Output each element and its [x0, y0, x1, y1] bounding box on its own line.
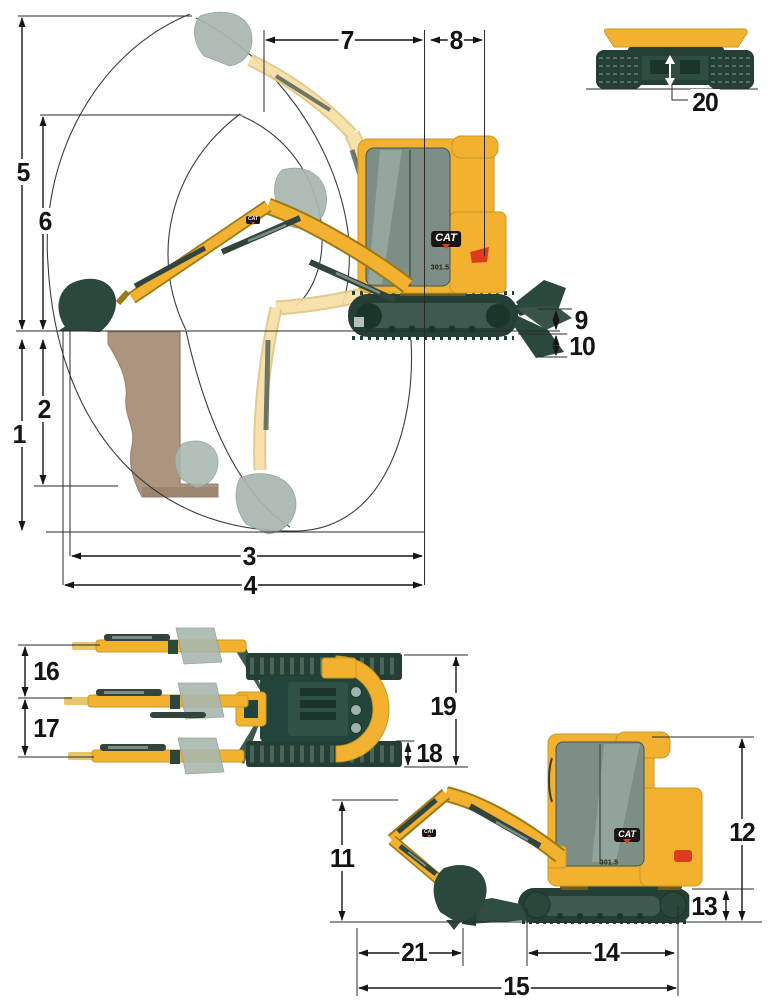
- cat-logo-text: CAT: [424, 829, 434, 835]
- dim-label-8: 8: [447, 25, 465, 55]
- dim-label-14: 14: [591, 937, 621, 967]
- model-text: 301.5: [430, 264, 450, 272]
- cat-logo-text: CAT: [435, 232, 457, 244]
- cat-logo-transport-boom: CAT: [422, 829, 436, 838]
- dim-label-2: 2: [35, 394, 53, 424]
- dim-label-6: 6: [36, 206, 54, 236]
- dim-label-1: 1: [10, 419, 28, 449]
- cat-logo-red-mark: [623, 839, 631, 844]
- dim-label-7: 7: [338, 25, 356, 55]
- cat-logo-red-mark: [427, 835, 431, 838]
- dim-label-9: 9: [572, 305, 590, 335]
- rear-view: [586, 28, 758, 101]
- dim-label-11: 11: [327, 843, 357, 873]
- transport-view: [330, 731, 762, 996]
- cat-logo-transport: CAT: [614, 828, 640, 844]
- dim-label-19: 19: [428, 691, 458, 721]
- top-view: [18, 627, 468, 775]
- cat-logo-red-mark: [441, 244, 450, 249]
- dim-label-10: 10: [567, 331, 597, 361]
- cat-logo: CAT: [431, 231, 461, 249]
- dim-label-20: 20: [690, 87, 720, 117]
- model-text-transport: 301.5: [599, 859, 619, 867]
- working-range-view: [16, 11, 572, 589]
- dim-label-18: 18: [414, 738, 444, 768]
- dim-label-21: 21: [399, 937, 429, 967]
- dim-label-12: 12: [727, 817, 757, 847]
- dim-label-5: 5: [14, 157, 32, 187]
- dim-label-15: 15: [501, 971, 531, 1001]
- cat-logo-text: CAT: [618, 829, 636, 839]
- cat-logo-boom: CAT: [246, 216, 260, 225]
- dim-label-17: 17: [31, 713, 61, 743]
- dim-label-13: 13: [689, 891, 719, 921]
- cat-logo-text: CAT: [248, 216, 258, 222]
- dim-label-16: 16: [31, 656, 61, 686]
- cat-logo-red-mark: [251, 222, 255, 225]
- dim-label-3: 3: [240, 541, 258, 571]
- dim-label-4: 4: [241, 570, 259, 600]
